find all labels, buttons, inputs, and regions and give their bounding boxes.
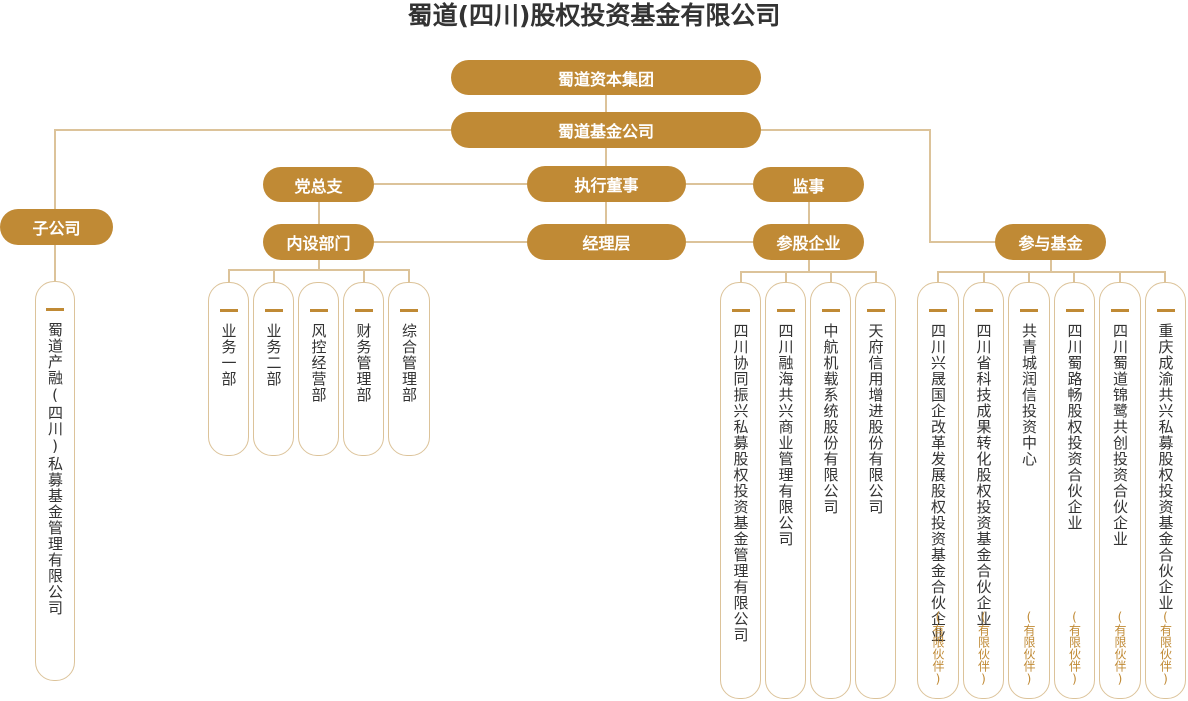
node-group: 蜀道资本集团 — [451, 60, 761, 95]
fund-card-text: 重庆成渝共兴私募股权投资基金合伙企业 — [1156, 323, 1175, 611]
node-fund-company: 蜀道基金公司 — [451, 112, 761, 148]
node-supervisor: 监事 — [753, 167, 864, 202]
card-accent-bar — [866, 309, 885, 312]
subsidiary-card-text: 蜀道产融(四川)私募基金管理有限公司 — [46, 322, 64, 616]
node-party-branch: 党总支 — [263, 167, 374, 202]
fund-card-text: 四川蜀道锦鹭共创投资合伙企业 — [1111, 323, 1129, 547]
card-accent-bar — [821, 309, 840, 312]
dept-card-text: 综合管理部 — [400, 323, 418, 403]
enterprise-card-text: 天府信用增进股份有限公司 — [866, 323, 885, 515]
fund-card-text: 四川省科技成果转化股权投资基金合伙企业 — [974, 323, 993, 627]
card-accent-bar — [929, 309, 947, 312]
dept-card: 业务二部 — [253, 282, 294, 456]
enterprise-card: 天府信用增进股份有限公司 — [855, 282, 896, 699]
fund-card: 四川兴晟国企改革发展股权投资基金合伙企业 (有限伙伴) — [917, 282, 959, 699]
fund-card-note: (有限伙伴) — [1022, 610, 1036, 686]
fund-card-note: (有限伙伴) — [1067, 610, 1082, 686]
subsidiary-card: 蜀道产融(四川)私募基金管理有限公司 — [35, 281, 75, 681]
card-accent-bar — [1020, 309, 1038, 312]
fund-card: 重庆成渝共兴私募股权投资基金合伙企业 (有限伙伴) — [1145, 282, 1186, 699]
card-accent-bar — [1065, 309, 1084, 312]
enterprise-card: 四川融海共兴商业管理有限公司 — [765, 282, 806, 699]
enterprise-card: 四川协同振兴私募股权投资基金管理有限公司 — [720, 282, 761, 699]
card-accent-bar — [46, 308, 64, 311]
node-executive-director: 执行董事 — [527, 166, 686, 202]
fund-card-note: (有限伙伴) — [1158, 610, 1173, 686]
card-accent-bar — [1111, 309, 1129, 312]
dept-card-text: 财务管理部 — [354, 323, 373, 403]
fund-card-note: (有限伙伴) — [931, 610, 945, 686]
enterprise-card-text: 中航机载系统股份有限公司 — [821, 323, 840, 515]
dept-card-text: 业务二部 — [264, 323, 283, 387]
card-accent-bar — [731, 309, 750, 312]
fund-card-note: (有限伙伴) — [1113, 610, 1127, 686]
fund-card: 共青城润信投资中心 (有限伙伴) — [1008, 282, 1050, 699]
fund-card-note: (有限伙伴) — [976, 610, 991, 686]
card-accent-bar — [974, 309, 993, 312]
dept-card: 综合管理部 — [388, 282, 430, 456]
fund-card: 四川蜀道锦鹭共创投资合伙企业 (有限伙伴) — [1099, 282, 1141, 699]
card-accent-bar — [309, 309, 328, 312]
card-accent-bar — [1156, 309, 1175, 312]
card-accent-bar — [219, 309, 238, 312]
dept-card: 业务一部 — [208, 282, 249, 456]
node-subsidiary: 子公司 — [0, 209, 113, 245]
page-title: 蜀道(四川)股权投资基金有限公司 — [407, 1, 781, 30]
card-accent-bar — [354, 309, 373, 312]
node-invested-enterprises: 参股企业 — [753, 224, 864, 260]
fund-card-text: 共青城润信投资中心 — [1020, 323, 1038, 467]
card-accent-bar — [264, 309, 283, 312]
fund-card-text: 四川兴晟国企改革发展股权投资基金合伙企业 — [929, 323, 947, 643]
dept-card-text: 风控经营部 — [309, 323, 328, 403]
node-internal-depts: 内设部门 — [263, 224, 374, 260]
card-accent-bar — [776, 309, 795, 312]
enterprise-card: 中航机载系统股份有限公司 — [810, 282, 851, 699]
fund-card-text: 四川蜀路畅股权投资合伙企业 — [1065, 323, 1084, 531]
dept-card-text: 业务一部 — [219, 323, 238, 387]
dept-card: 财务管理部 — [343, 282, 384, 456]
dept-card: 风控经营部 — [298, 282, 339, 456]
enterprise-card-text: 四川融海共兴商业管理有限公司 — [776, 323, 795, 547]
node-management: 经理层 — [527, 224, 686, 260]
fund-card: 四川省科技成果转化股权投资基金合伙企业 (有限伙伴) — [963, 282, 1004, 699]
fund-card: 四川蜀路畅股权投资合伙企业 (有限伙伴) — [1054, 282, 1095, 699]
node-participated-funds: 参与基金 — [995, 224, 1106, 260]
card-accent-bar — [400, 309, 418, 312]
enterprise-card-text: 四川协同振兴私募股权投资基金管理有限公司 — [731, 323, 750, 643]
